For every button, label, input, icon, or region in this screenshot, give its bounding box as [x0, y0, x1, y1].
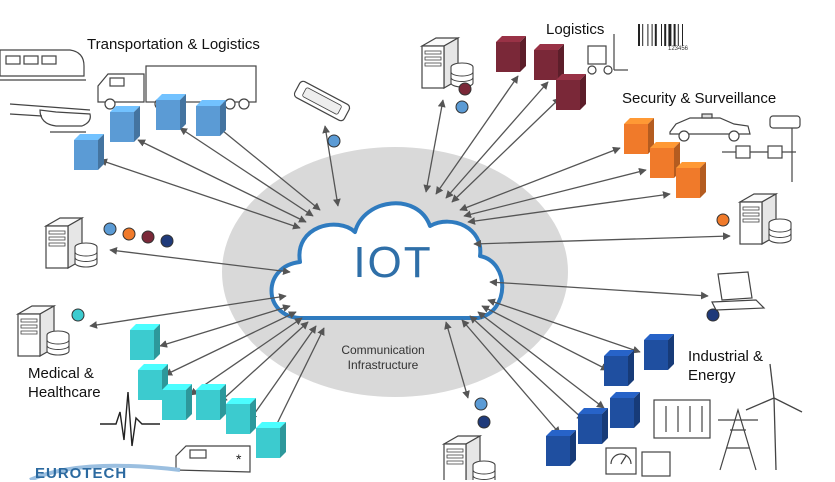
- device-cube: [610, 392, 640, 428]
- device-cube: [556, 74, 586, 110]
- medical-label-line1: Medical &: [28, 365, 94, 382]
- server-database-icon: [443, 435, 496, 480]
- medical-label-line2: Healthcare: [28, 384, 101, 401]
- device-cube: [226, 398, 256, 434]
- device-cube: [604, 350, 634, 386]
- control-cabinet-icon: [653, 399, 711, 439]
- barcode-bar: [647, 24, 649, 46]
- laptop-icon: [711, 271, 766, 311]
- status-dot: [706, 308, 720, 322]
- status-dot: [160, 234, 174, 248]
- status-dot: [477, 415, 491, 429]
- device-cube: [156, 94, 186, 130]
- barcode-bar: [682, 24, 683, 46]
- infrastructure-label-line2: Infrastructure: [347, 358, 419, 372]
- device-cube: [138, 364, 168, 400]
- device-cube: [624, 118, 654, 154]
- security-label: Security & Surveillance: [622, 90, 777, 107]
- server-database-icon: [739, 193, 792, 245]
- server-database-icon: [45, 217, 98, 269]
- status-dot: [141, 230, 155, 244]
- server-database-icon: [421, 37, 474, 89]
- device-cube-group: [74, 36, 706, 466]
- device-cube: [256, 422, 286, 458]
- device-cube: [676, 162, 706, 198]
- server-database-icon: [17, 305, 70, 357]
- power-pylon-icon: [718, 407, 758, 471]
- status-dot: [71, 308, 85, 322]
- sensor-network-icon: [722, 145, 796, 159]
- barcode-bar: [668, 24, 672, 46]
- device-cube: [196, 384, 226, 420]
- barcode-icon: [638, 24, 683, 46]
- barcode-bar: [661, 24, 662, 46]
- handheld-device-icon: [293, 80, 351, 122]
- device-cube: [496, 36, 526, 72]
- industrial-label-line2: Energy: [688, 367, 736, 384]
- device-cube: [534, 44, 564, 80]
- forklift-icon: [587, 34, 628, 75]
- device-cube: [650, 142, 680, 178]
- train-icon: [0, 49, 86, 81]
- barcode-bar: [651, 24, 653, 46]
- industrial-label-line1: Industrial &: [688, 348, 764, 365]
- svg-text:*: *: [236, 451, 242, 467]
- status-dot-group: [71, 82, 730, 429]
- barcode-bar: [654, 24, 657, 46]
- barcode-bar: [664, 24, 667, 46]
- device-cube: [644, 334, 674, 370]
- status-dot: [103, 222, 117, 236]
- infrastructure-label: Communication Infrastructure: [318, 343, 448, 373]
- gauges-icon: [605, 447, 671, 477]
- device-cube: [162, 384, 192, 420]
- device-cube: [578, 408, 608, 444]
- device-cube: [130, 324, 160, 360]
- iot-hub-label: IOT: [353, 238, 433, 287]
- device-cube: [110, 106, 140, 142]
- police-car-icon: [669, 113, 751, 142]
- brand-swoosh: [29, 463, 181, 480]
- security-camera-icon: [769, 115, 801, 182]
- status-dot: [455, 100, 469, 114]
- device-cube: [74, 134, 104, 170]
- brand-logo-text: EUROTECH: [35, 465, 128, 482]
- helicopter-icon: [9, 103, 91, 133]
- status-dot: [122, 227, 136, 241]
- status-dot: [716, 213, 730, 227]
- infrastructure-label-line1: Communication: [341, 343, 425, 357]
- status-dot: [474, 397, 488, 411]
- logistics-label: Logistics: [546, 21, 605, 38]
- barcode-number: 123456: [668, 46, 689, 52]
- barcode-bar: [677, 24, 679, 46]
- wind-turbine-icon: [745, 363, 803, 471]
- status-dot: [327, 134, 341, 148]
- transport-label: Transportation & Logistics: [87, 36, 260, 53]
- device-cube: [196, 100, 226, 136]
- barcode-bar: [638, 24, 640, 46]
- device-cube: [546, 430, 576, 466]
- ambulance-icon: *: [175, 445, 251, 473]
- status-dot: [458, 82, 472, 96]
- barcode-bar: [642, 24, 644, 46]
- arrow-group: [89, 75, 731, 439]
- heartbeat-line: [100, 391, 160, 447]
- barcode-bar: [673, 24, 676, 46]
